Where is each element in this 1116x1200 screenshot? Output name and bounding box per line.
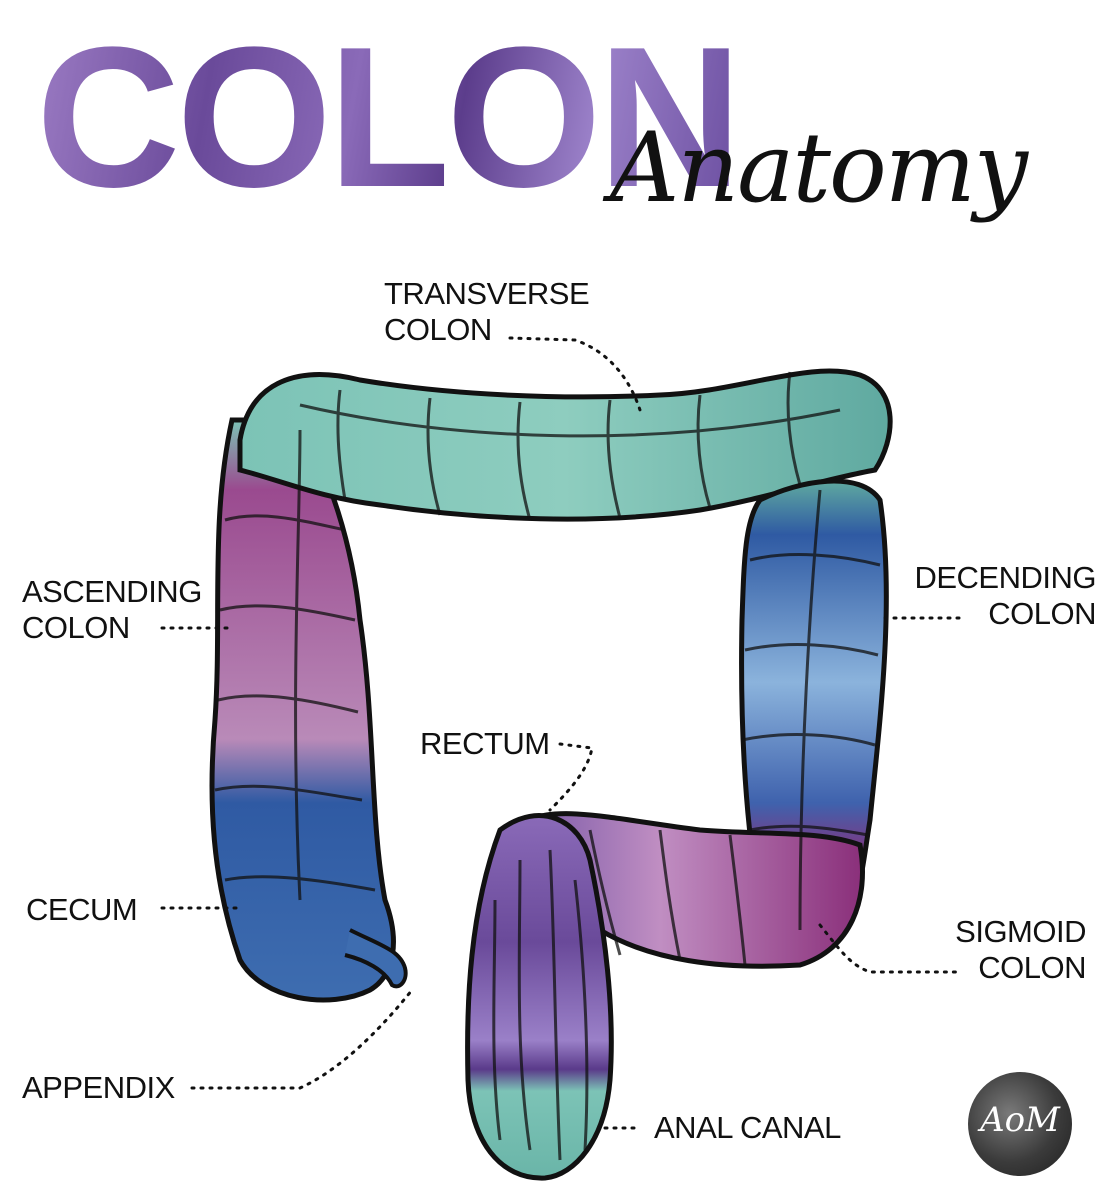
label-ascending-colon: ASCENDING COLON	[22, 574, 202, 646]
aom-logo-text: AoM	[968, 1100, 1072, 1140]
label-rectum-text: RECTUM	[420, 726, 550, 762]
label-sigmoid-line2: COLON	[900, 950, 1086, 986]
label-descending-line1: DECENDING	[880, 560, 1096, 596]
label-cecum-text: CECUM	[26, 892, 137, 928]
label-descending-line2: COLON	[880, 596, 1096, 632]
label-transverse-line2: COLON	[384, 312, 589, 348]
ascending-colon-shape	[212, 420, 393, 1000]
label-descending-colon: DECENDING COLON	[880, 560, 1096, 632]
rectum-shape	[468, 816, 612, 1179]
label-transverse-colon: TRANSVERSE COLON	[384, 276, 589, 348]
label-cecum: CECUM	[26, 892, 137, 928]
label-sigmoid-colon: SIGMOID COLON	[900, 914, 1086, 986]
label-ascending-line2: COLON	[22, 610, 202, 646]
label-anal-canal-text: ANAL CANAL	[654, 1110, 841, 1146]
label-appendix: APPENDIX	[22, 1070, 175, 1106]
label-rectum: RECTUM	[420, 726, 550, 762]
label-transverse-line1: TRANSVERSE	[384, 276, 589, 312]
label-ascending-line1: ASCENDING	[22, 574, 202, 610]
aom-logo: AoM	[968, 1072, 1072, 1176]
label-appendix-text: APPENDIX	[22, 1070, 175, 1106]
label-sigmoid-line1: SIGMOID	[900, 914, 1086, 950]
label-anal-canal: ANAL CANAL	[654, 1110, 841, 1146]
